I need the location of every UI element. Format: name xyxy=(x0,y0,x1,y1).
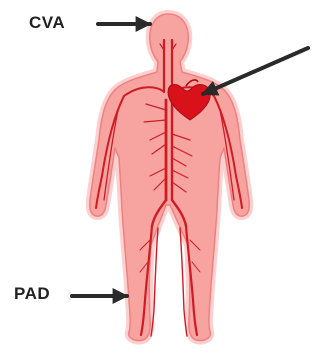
pad-label: PAD xyxy=(14,285,50,302)
body-silhouette xyxy=(90,14,250,341)
heart-arrow xyxy=(203,48,308,94)
cva-label: CVA xyxy=(29,14,65,31)
